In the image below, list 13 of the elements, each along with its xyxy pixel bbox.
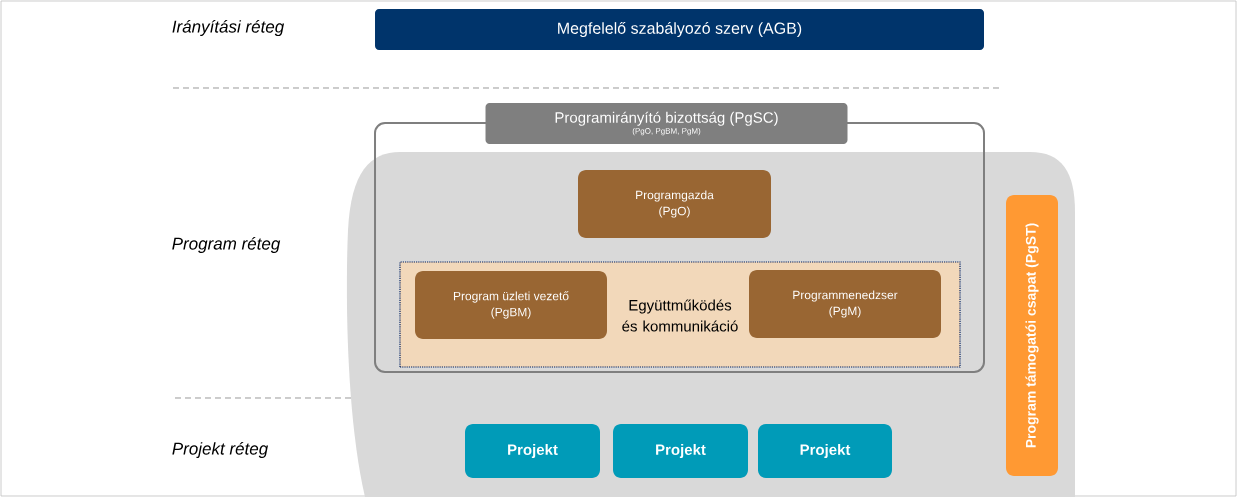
project-box: Projekt xyxy=(465,424,600,478)
role-box: Program üzleti vezető (PgBM) xyxy=(415,271,607,339)
authority-box: Megfelelő szabályozó szerv (AGB) xyxy=(375,9,984,50)
role-box: Programmenedzser (PgM) xyxy=(749,270,941,338)
project-box: Projekt xyxy=(758,424,892,478)
collaboration-text: Együttműködés és kommunikáció xyxy=(622,299,738,332)
role-box: Programgazda (PgO) xyxy=(578,170,771,238)
project-box: Projekt xyxy=(613,424,748,478)
layer-label: Program réteg xyxy=(172,236,281,253)
layer-label: Projekt réteg xyxy=(172,441,268,458)
committee-heading: Programirányító bizottság (PgSC) (PgO, PgBM, PgM) xyxy=(485,103,848,144)
layer-label: Irányítási réteg xyxy=(172,20,285,36)
support-team-bar: Program támogatói csapat (PgST) xyxy=(1006,195,1058,476)
